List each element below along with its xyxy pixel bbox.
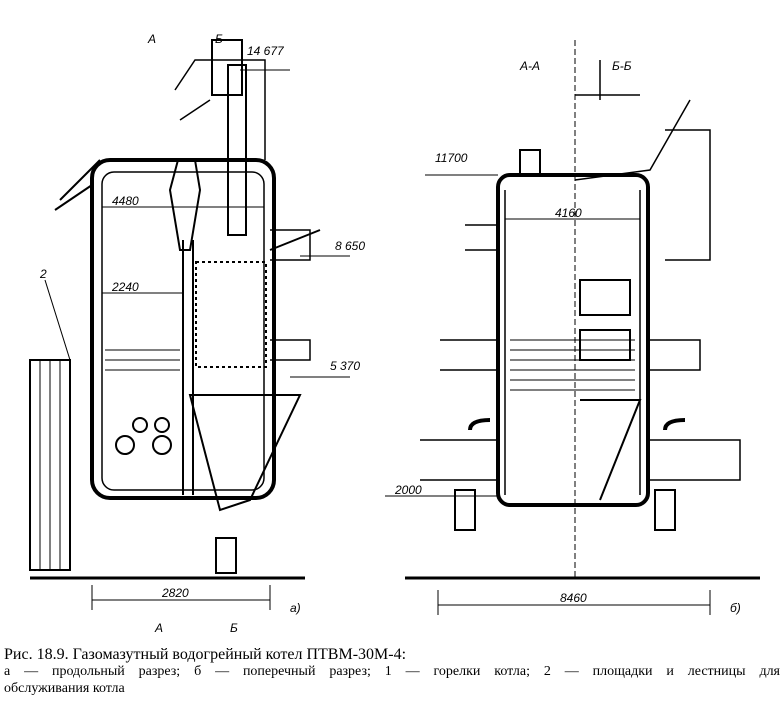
dimension-2820: 2820 <box>161 586 189 600</box>
section-mark-b-bottom: Б <box>230 621 238 635</box>
caption-title: Рис. 18.9. Газомазутный водогрейный коте… <box>4 646 407 663</box>
dimension-4480: 4480 <box>112 194 139 208</box>
section-mark-b-top: Б <box>215 32 223 46</box>
boiler-drawing: А Б 14 677 8 650 5 370 4480 2240 2820 2 … <box>29 32 760 635</box>
view-label-a: а) <box>290 601 301 615</box>
elevation-2000: 2000 <box>394 483 422 497</box>
caption-legend-continued: обслуживания котла <box>4 681 125 696</box>
cross-section <box>385 40 760 615</box>
view-label-b: б) <box>730 601 741 615</box>
elevation-8650: 8 650 <box>335 239 365 253</box>
dimension-8460: 8460 <box>560 591 587 605</box>
section-title-b-b: Б-Б <box>612 59 632 73</box>
dimension-2240: 2240 <box>111 280 139 294</box>
elevation-5370: 5 370 <box>330 359 360 373</box>
section-mark-a-top: А <box>147 32 156 46</box>
elevation-14677: 14 677 <box>247 44 285 58</box>
elevation-11700: 11700 <box>435 151 468 165</box>
callout-2: 2 <box>39 267 47 281</box>
caption-legend: а — продольный разрез; б — поперечный ра… <box>4 664 780 679</box>
longitudinal-section <box>29 39 350 610</box>
dimension-4160: 4160 <box>555 206 582 220</box>
section-title-a-a: А-А <box>519 59 540 73</box>
figure-caption: Рис. 18.9. Газомазутный водогрейный коте… <box>4 646 780 697</box>
section-mark-a-bottom: А <box>154 621 163 635</box>
